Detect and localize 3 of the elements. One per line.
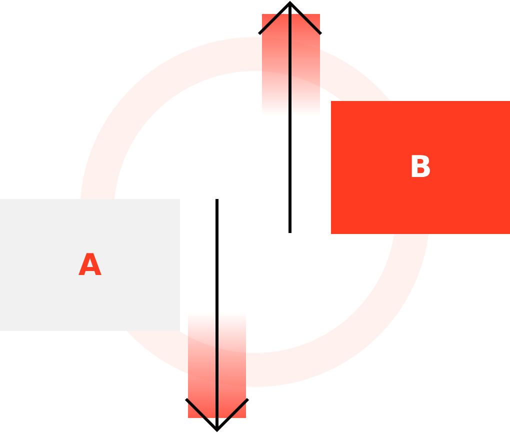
process-box	[331, 101, 510, 234]
box-label: B	[409, 150, 432, 185]
box-label: A	[78, 248, 102, 282]
